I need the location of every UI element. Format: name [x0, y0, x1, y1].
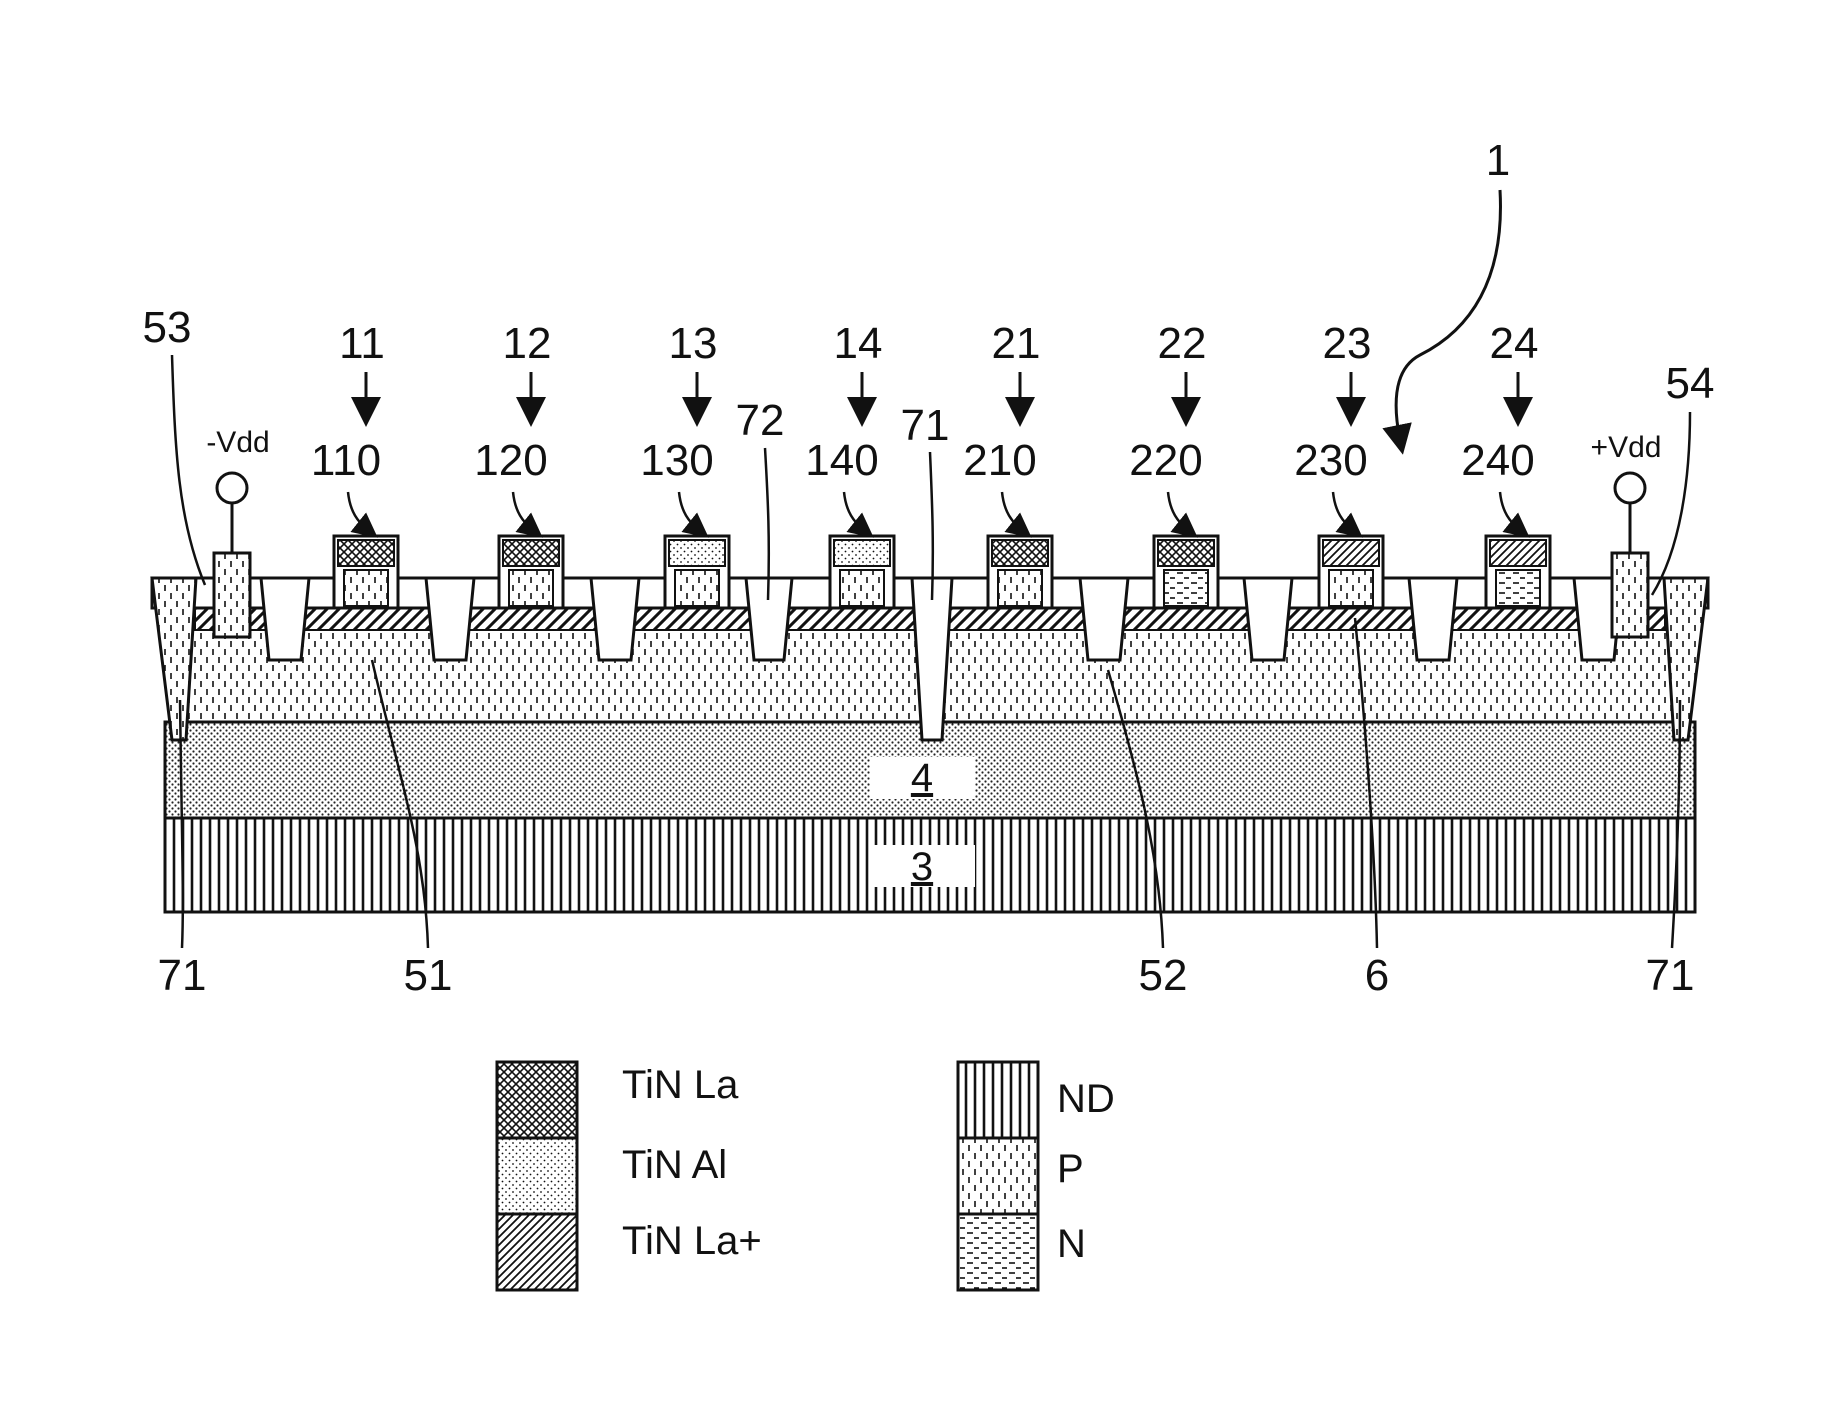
gate-channel: [675, 570, 719, 606]
transistor-24: 24 240: [1461, 319, 1550, 608]
legend-label-n: N: [1057, 1222, 1086, 1266]
contact-pos: [1612, 553, 1648, 637]
transistor-23: 23 230: [1294, 319, 1383, 608]
transistor-id-label: 14: [834, 319, 883, 368]
device-label: 1: [1486, 136, 1510, 185]
gate-channel: [344, 570, 388, 606]
ref-53-leader: [172, 355, 205, 585]
pos-supply-label: +Vdd: [1591, 431, 1662, 464]
pos-supply-terminal[interactable]: [1615, 473, 1645, 503]
gate-metal-tin-al: [834, 540, 890, 566]
gate-label: 120: [474, 436, 547, 485]
gate-leader: [1168, 492, 1188, 530]
gate-leader: [1333, 492, 1353, 530]
transistor-id-label: 13: [669, 319, 718, 368]
legend-label-tin-la: TiN La: [622, 1063, 739, 1107]
legend-swatch-p: [958, 1138, 1038, 1214]
legend-swatch-n: [958, 1214, 1038, 1290]
sti-trench: [426, 578, 474, 660]
gate-channel: [509, 570, 553, 606]
ref-71-left: 71: [158, 951, 207, 1000]
sti-trench: [591, 578, 639, 660]
neg-supply-label: -Vdd: [206, 426, 269, 459]
ref-71-right: 71: [1646, 951, 1695, 1000]
gate-label: 230: [1294, 436, 1367, 485]
transistor-22: 22 220: [1129, 319, 1218, 608]
gate-leader: [1500, 492, 1520, 530]
ref-54: 54: [1666, 359, 1715, 408]
gate-metal-tin-al: [669, 540, 725, 566]
gate-leader: [844, 492, 864, 530]
transistor-id-label: 22: [1158, 319, 1207, 368]
gate-metal-tin-la-plus: [1323, 540, 1379, 566]
gate-label: 110: [311, 436, 381, 485]
sti-trench: [261, 578, 309, 660]
legend-label-p: P: [1057, 1147, 1084, 1191]
gate-channel: [1496, 570, 1540, 606]
gate-channel: [840, 570, 884, 606]
ref-53: 53: [143, 303, 192, 352]
contact-neg: [214, 553, 250, 637]
ref-52: 52: [1139, 951, 1188, 1000]
gate-metal-tin-la: [1158, 540, 1214, 566]
legend-label-tin-la-plus: TiN La+: [622, 1219, 762, 1263]
gate-leader: [679, 492, 699, 530]
gate-metal-tin-la: [503, 540, 559, 566]
legend-swatch-tin-al: [497, 1138, 577, 1214]
transistor-11: 11 110: [311, 319, 398, 608]
gate-channel: [1164, 570, 1208, 606]
gate-channel: [998, 570, 1042, 606]
transistor-id-label: 24: [1490, 319, 1539, 368]
neg-supply-terminal[interactable]: [217, 473, 247, 503]
legend-swatch-tin-la: [497, 1062, 577, 1138]
layer-4-label: 4: [911, 756, 933, 800]
gate-metal-tin-la-plus: [1490, 540, 1546, 566]
ref-6: 6: [1365, 951, 1389, 1000]
gate-metal-tin-la: [338, 540, 394, 566]
device-arrow: [1396, 190, 1500, 440]
gate-leader: [348, 492, 368, 530]
legend: TiN La TiN Al TiN La+ ND P N: [497, 1062, 1115, 1290]
legend-label-tin-al: TiN Al: [622, 1143, 727, 1187]
ref-51: 51: [404, 951, 453, 1000]
transistor-12: 12 120: [474, 319, 563, 608]
transistor-id-label: 11: [339, 319, 385, 368]
gate-label: 240: [1461, 436, 1534, 485]
ref-71-center: 71: [901, 401, 950, 450]
gate-leader: [1002, 492, 1022, 530]
transistor-13: 13 130: [640, 319, 729, 608]
sti-trench: [1244, 578, 1292, 660]
transistor-14: 14 140: [805, 319, 894, 608]
transistor-id-label: 12: [503, 319, 552, 368]
gate-label: 130: [640, 436, 713, 485]
ref-72: 72: [736, 396, 785, 445]
gate-channel: [1329, 570, 1373, 606]
sti-trench: [1080, 578, 1128, 660]
gate-metal-tin-la: [992, 540, 1048, 566]
transistor-id-label: 21: [992, 319, 1041, 368]
sti-trench: [1409, 578, 1457, 660]
gate-leader: [513, 492, 533, 530]
legend-swatch-tin-la-plus: [497, 1214, 577, 1290]
transistor-id-label: 23: [1323, 319, 1372, 368]
gate-label: 210: [963, 436, 1036, 485]
transistor-21: 21 210: [963, 319, 1052, 608]
legend-label-nd: ND: [1057, 1077, 1115, 1121]
gate-label: 220: [1129, 436, 1202, 485]
gate-label: 140: [805, 436, 878, 485]
legend-swatch-nd: [958, 1062, 1038, 1138]
layer-3-label: 3: [911, 845, 933, 889]
